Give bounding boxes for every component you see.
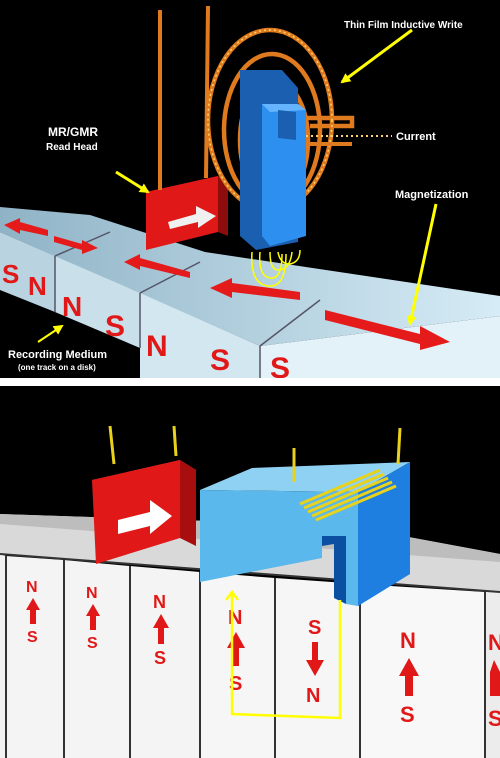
pole-letter-3: N — [62, 291, 82, 322]
cell-5-bottom-pole: N — [306, 685, 320, 707]
cell-3: N S — [153, 592, 169, 668]
cell-5-down-arrow — [306, 642, 324, 676]
flux-path — [225, 589, 342, 720]
cell-5: S N — [306, 617, 324, 707]
cell-6: N S — [399, 628, 419, 727]
pole-letter-7: S — [270, 352, 290, 378]
cell-4-top-pole: N — [228, 607, 242, 629]
write-head-pointer — [340, 28, 413, 84]
read-head-block — [92, 425, 196, 564]
bottom-diagram: N S N S N S N S S N N S N S — [0, 425, 500, 758]
pole-letter-4: S — [105, 310, 125, 343]
write-head-label: Thin Film Inductive Write — [344, 20, 463, 31]
read-head-label-line1: MR/GMR — [48, 125, 98, 139]
read-head-arrow — [168, 206, 216, 229]
cell-2: N S — [86, 585, 100, 652]
medium-label-line2: (one track on a disk) — [18, 363, 96, 372]
medium-top-surface — [0, 207, 500, 346]
panel-divider — [0, 378, 500, 386]
write-head-block — [200, 427, 410, 606]
pole-letter-6: S — [210, 344, 230, 377]
read-head-label-line2: Read Head — [46, 142, 98, 153]
medium-front-faces — [0, 232, 500, 378]
cell-dividers — [0, 553, 500, 758]
cell-6-up-arrow — [399, 658, 419, 696]
medium-pointer — [37, 324, 64, 343]
cell-2-up-arrow — [86, 604, 100, 630]
mag-arrow-2 — [54, 236, 98, 254]
pole-letter-1: S — [2, 259, 19, 289]
cell-7-bottom-pole: S — [488, 706, 500, 731]
cell-2-top-pole: N — [86, 585, 98, 602]
cell-6-bottom-pole: S — [400, 702, 415, 727]
cell-1-top-pole: N — [26, 579, 38, 596]
cell-1-up-arrow — [26, 598, 40, 624]
current-label: Current — [396, 131, 436, 143]
top-diagram: S N N S N S S — [0, 5, 500, 378]
read-head-pointer — [115, 170, 150, 194]
cell-1-bottom-pole: S — [27, 629, 38, 646]
bottom-diagram-panel: N S N S N S N S S N N S N S — [0, 386, 500, 758]
magnetization-arrows — [4, 218, 450, 350]
magnetization-label: Magnetization — [395, 189, 469, 201]
cell-5-top-pole: S — [308, 617, 321, 639]
cell-7-up-arrow — [490, 660, 500, 696]
mag-arrow-5 — [325, 310, 450, 350]
cell-2-bottom-pole: S — [87, 635, 98, 652]
mag-arrow-1 — [4, 218, 48, 236]
cell-7-top-pole: N — [488, 630, 500, 655]
magnetization-pointer — [406, 203, 438, 326]
cell-6-top-pole: N — [400, 628, 416, 653]
medium-label-line1: Recording Medium — [8, 349, 107, 361]
read-head-arrow — [118, 500, 172, 534]
thin-film-write-head — [205, 27, 355, 287]
mr-gmr-read-head — [146, 5, 228, 250]
cell-3-up-arrow — [153, 614, 169, 644]
mag-arrow-3 — [124, 254, 190, 278]
pole-letter-2: N — [28, 271, 47, 301]
cell-3-top-pole: N — [153, 592, 166, 612]
cell-7: N S — [488, 630, 500, 731]
top-diagram-panel: S N N S N S S — [0, 0, 500, 378]
cell-3-bottom-pole: S — [154, 648, 166, 668]
cell-1: N S — [26, 579, 40, 646]
mag-arrow-4 — [210, 278, 300, 300]
pole-letter-5: N — [146, 330, 168, 363]
